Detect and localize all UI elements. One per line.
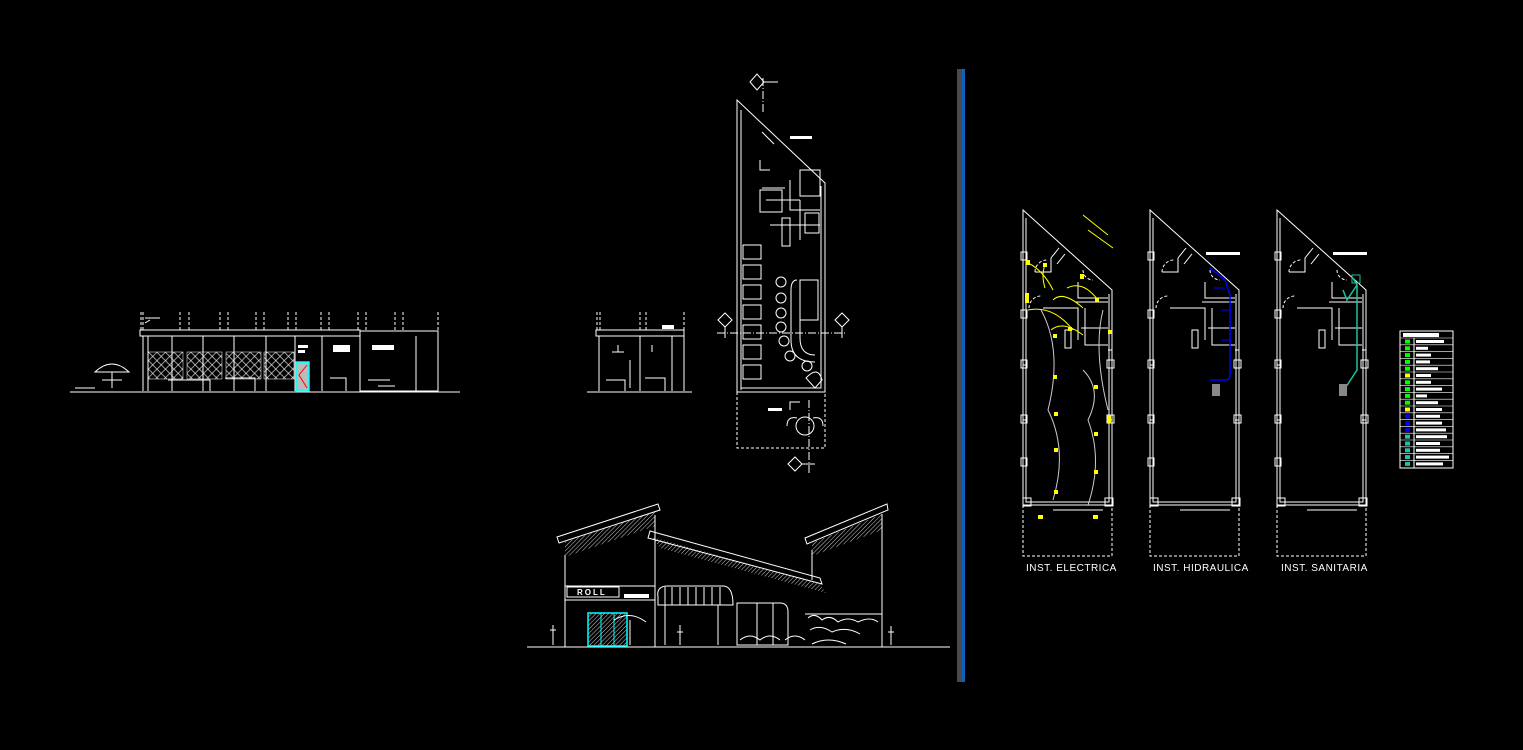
legend-symbol-icon	[1405, 427, 1410, 432]
legend-rows	[1400, 337, 1453, 466]
symbol-legend-table	[1399, 330, 1454, 469]
legend-symbol-icon	[1405, 448, 1410, 453]
front-elevation: ROLL	[527, 503, 950, 648]
legend-symbol-icon	[1405, 421, 1410, 426]
legend-symbol-icon	[1405, 339, 1410, 344]
storefront-sign: ROLL	[577, 588, 607, 597]
plan-sanitary	[1274, 209, 1369, 557]
legend-symbol-icon	[1405, 441, 1410, 446]
legend-description-line	[1416, 374, 1431, 377]
legend-description-line	[1416, 455, 1449, 459]
legend-description-line	[1416, 387, 1442, 391]
legend-description-line	[1416, 462, 1443, 466]
legend-description-line	[1416, 340, 1444, 343]
plan-label-hydraulic: INST. HIDRAULICA	[1153, 563, 1249, 574]
side-elevation	[70, 312, 460, 393]
legend-symbol-icon	[1405, 407, 1410, 412]
plan-label-electrical: INST. ELECTRICA	[1026, 563, 1117, 574]
door	[295, 361, 310, 392]
glass-door	[587, 612, 628, 647]
plan-label-sanitary: INST. SANITARIA	[1281, 563, 1368, 574]
legend-description-line	[1416, 367, 1438, 371]
legend-symbol-icon	[1405, 461, 1410, 466]
legend-symbol-icon	[1405, 353, 1410, 358]
plan-hydraulic	[1147, 209, 1242, 557]
legend-description-line	[1416, 435, 1447, 439]
sheet-divider	[957, 69, 962, 682]
legend-description-line	[1416, 346, 1428, 350]
legend-symbol-icon	[1405, 346, 1410, 351]
legend-symbol-icon	[1405, 434, 1410, 439]
legend-description-line	[1416, 360, 1430, 364]
legend-symbol-icon	[1405, 393, 1410, 398]
legend-symbol-icon	[1405, 455, 1410, 460]
legend-symbol-icon	[1405, 387, 1410, 392]
legend-description-line	[1416, 442, 1440, 445]
legend-symbol-icon	[1405, 380, 1410, 385]
legend-description-line	[1416, 414, 1440, 418]
plan-electrical	[1020, 209, 1115, 557]
legend-description-line	[1416, 401, 1438, 405]
legend-symbol-icon	[1405, 414, 1410, 419]
legend-description-line	[1416, 394, 1427, 398]
legend-symbol-icon	[1405, 373, 1410, 378]
legend-description-line	[1416, 421, 1442, 425]
legend-symbol-icon	[1405, 366, 1410, 371]
legend-description-line	[1416, 408, 1442, 411]
floor-plan	[717, 73, 850, 475]
cross-section	[587, 312, 692, 393]
legend-description-line	[1416, 428, 1446, 432]
legend-symbol-icon	[1405, 400, 1410, 405]
legend-description-line	[1416, 448, 1440, 452]
legend-symbol-icon	[1405, 359, 1410, 364]
legend-description-line	[1416, 353, 1431, 357]
legend-description-line	[1416, 380, 1431, 384]
